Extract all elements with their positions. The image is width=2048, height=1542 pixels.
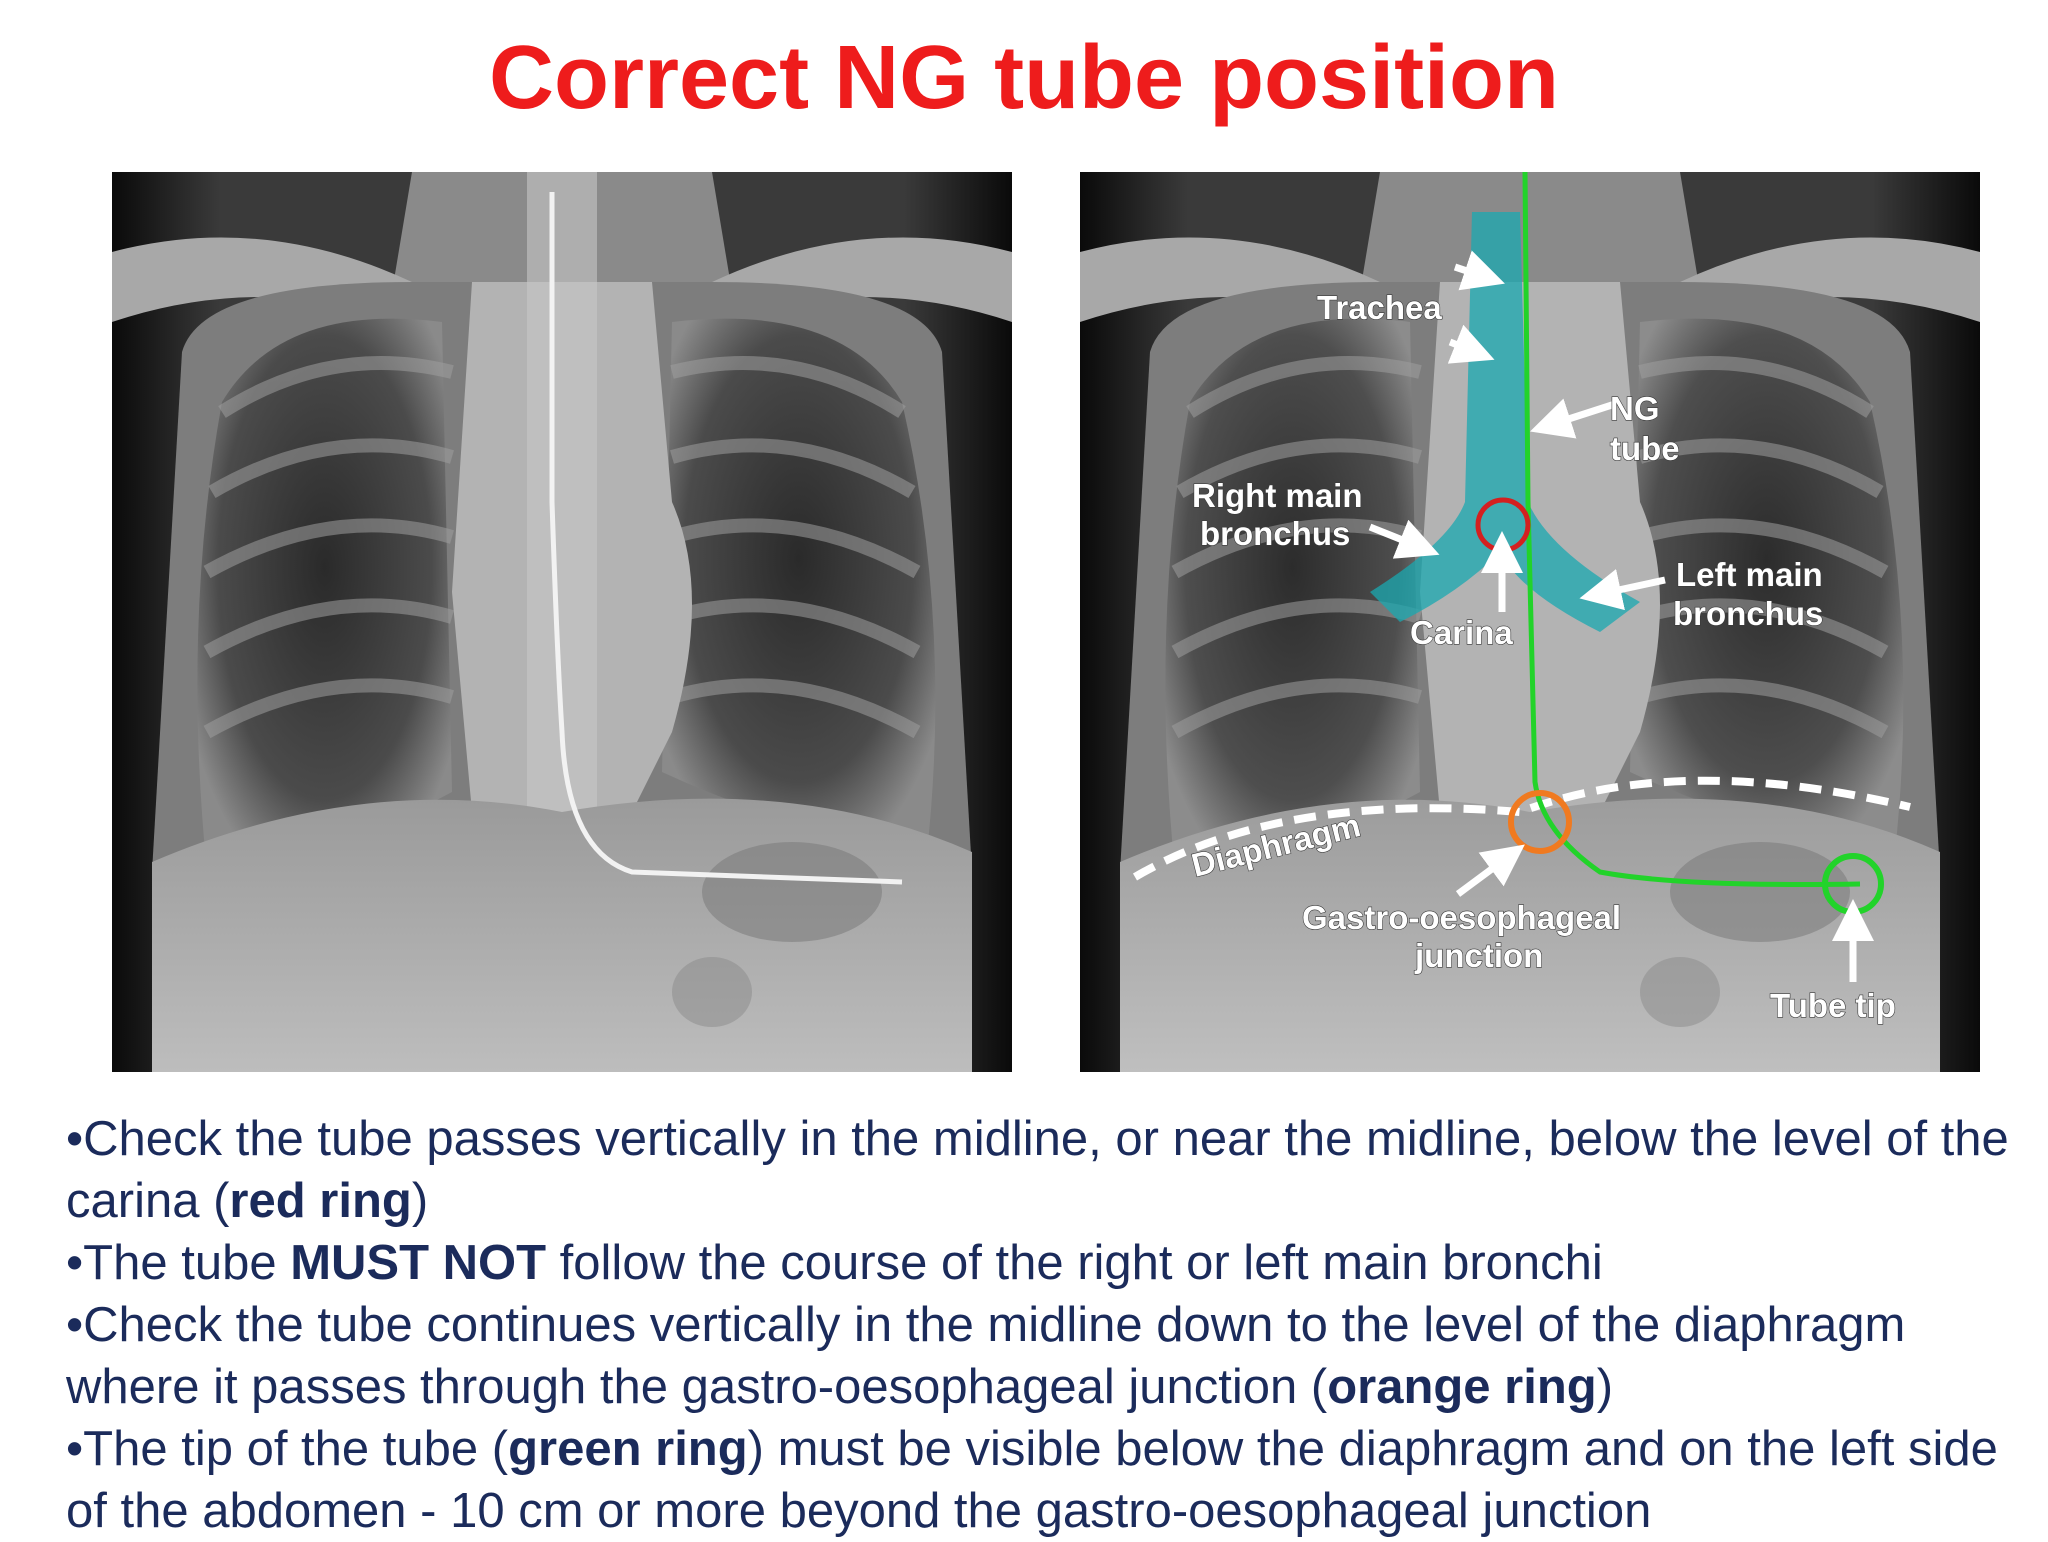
annotated-chest-xray-image: Trachea NG tube Right main bronchus Cari…	[1080, 172, 1980, 1072]
airway-overlay	[1370, 212, 1640, 632]
right-main-bronchus-label-line2: bronchus	[1200, 515, 1350, 552]
instruction-list: •Check the tube passes vertically in the…	[66, 1108, 2026, 1542]
left-bronchus-arrow	[1579, 569, 1666, 611]
gej-arrow	[1455, 844, 1525, 897]
ng-tube-line	[1522, 172, 1861, 887]
instruction-item: •Check the tube passes vertically in the…	[66, 1112, 2009, 1228]
left-main-bronchus-label-line2: bronchus	[1673, 595, 1823, 632]
left-main-bronchus-label-line1: Left main	[1676, 556, 1823, 593]
instruction-item: •Check the tube continues vertically in …	[66, 1298, 1906, 1414]
ng-tube-label-line1: NG	[1610, 390, 1660, 427]
trachea-arrow-lower	[1447, 324, 1495, 364]
right-main-bronchus-label-line1: Right main	[1192, 477, 1363, 514]
ng-tube-arrow	[1530, 398, 1617, 439]
trachea-label: Trachea	[1317, 289, 1442, 326]
chest-xray-image	[112, 172, 1012, 1072]
diaphragm-line	[1132, 776, 1911, 881]
tube-tip-label: Tube tip	[1770, 987, 1896, 1024]
ng-tube-label-line2: tube	[1610, 430, 1680, 467]
gej-label-line1: Gastro-oesophageal	[1302, 899, 1621, 936]
instruction-item: •The tip of the tube (green ring) must b…	[66, 1422, 1998, 1538]
page-title: Correct NG tube position	[488, 28, 1560, 128]
right-bronchus-arrow	[1368, 519, 1440, 559]
trachea-arrow-upper	[1453, 250, 1505, 291]
gej-label-line2: junction	[1414, 937, 1543, 974]
gej-ring	[1508, 790, 1572, 854]
instruction-item: •The tube MUST NOT follow the course of …	[66, 1236, 1603, 1290]
carina-label: Carina	[1410, 614, 1513, 651]
